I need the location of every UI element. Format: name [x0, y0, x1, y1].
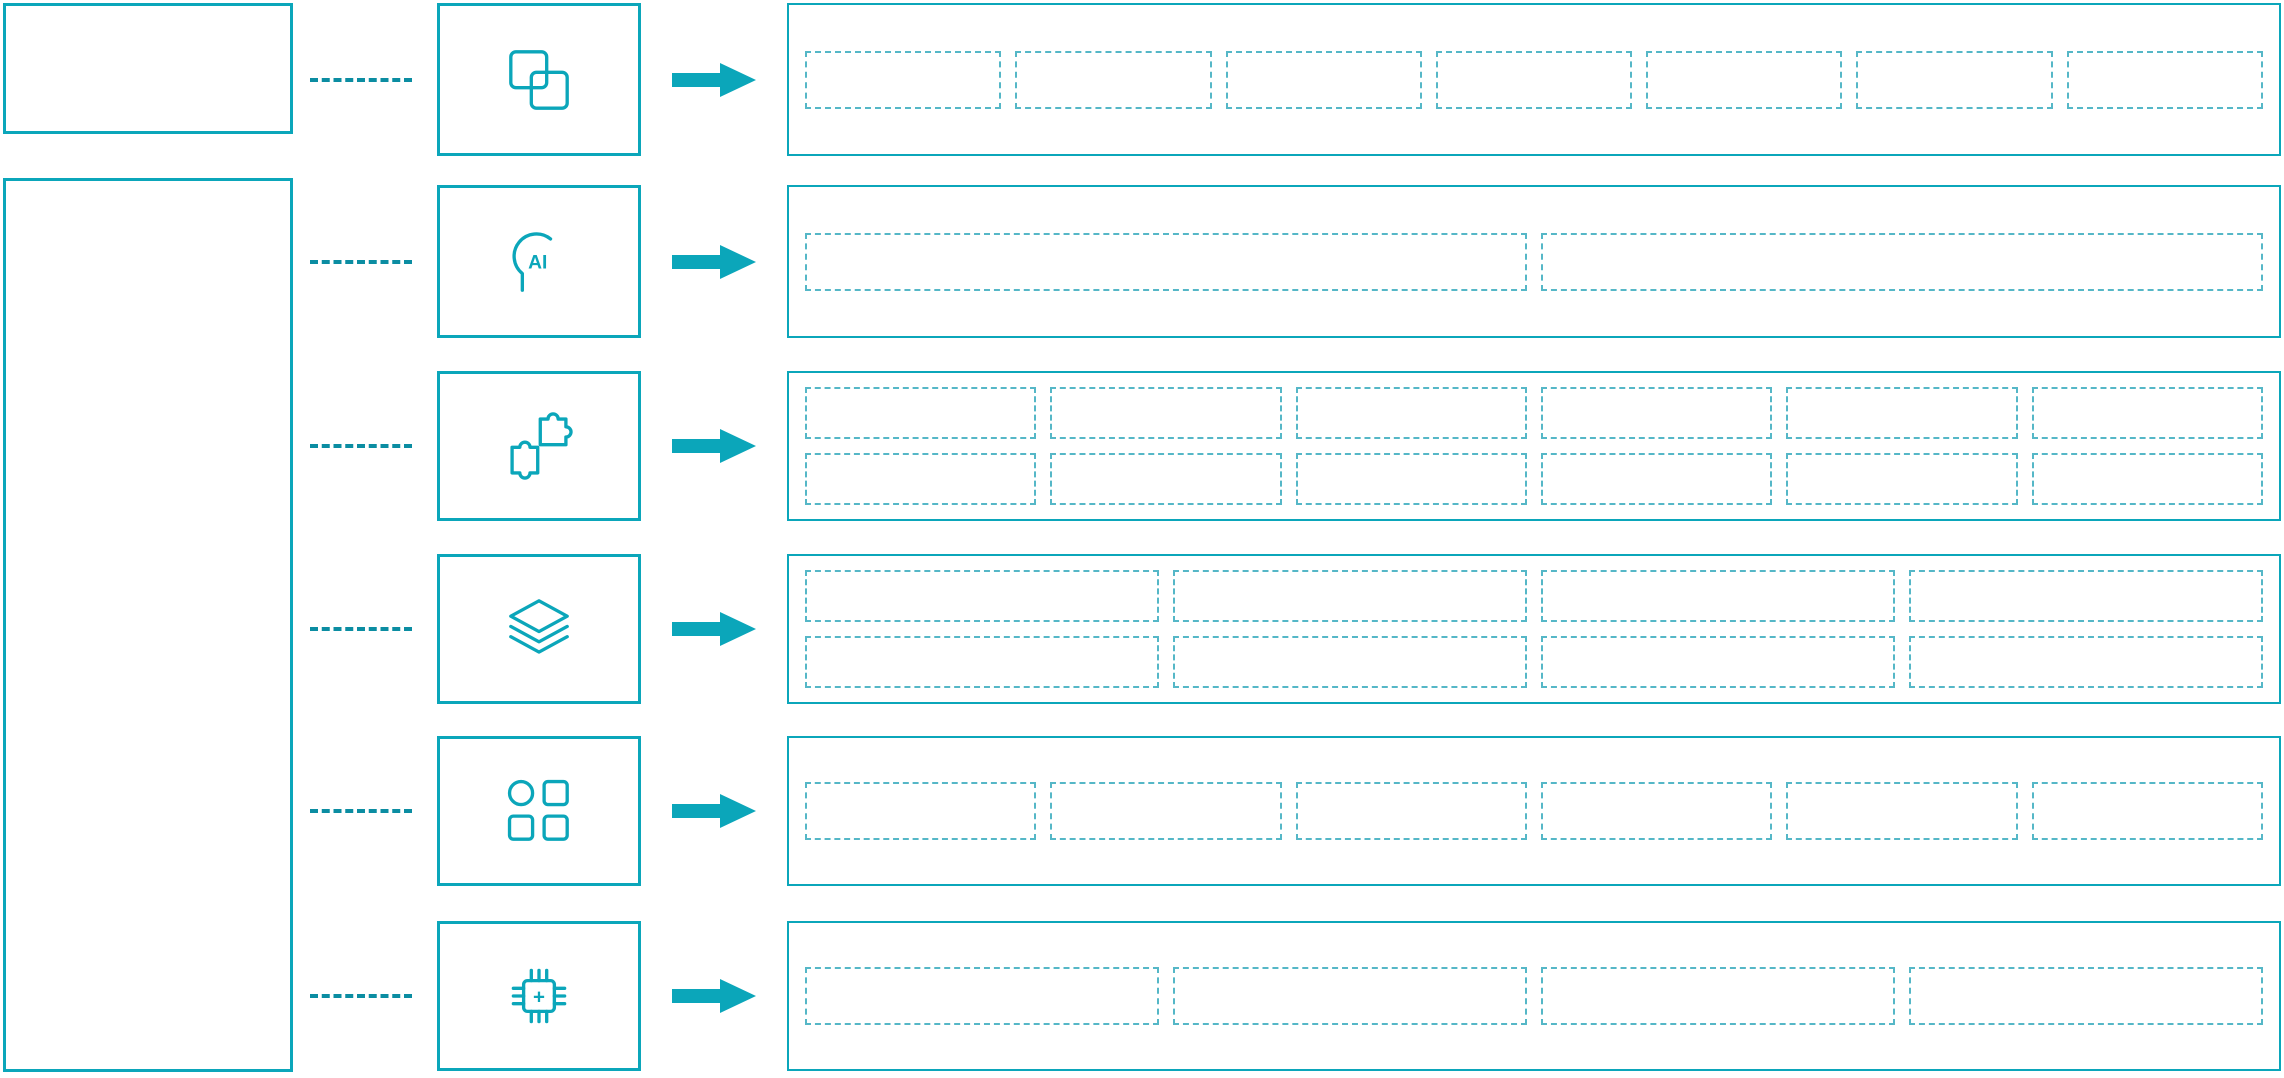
placeholder-row — [805, 387, 2263, 439]
right-arrow-icon — [672, 794, 756, 828]
dashed-connector — [310, 627, 412, 631]
puzzle-pieces-icon — [510, 412, 573, 480]
placeholder-row — [805, 570, 2263, 622]
dashed-connector — [310, 809, 412, 813]
placeholder-row — [805, 782, 2263, 840]
placeholder-slot — [1173, 636, 1527, 688]
placeholder-slot — [805, 453, 1037, 505]
placeholder-slot — [1015, 50, 1212, 109]
svg-text:+: + — [533, 986, 545, 1009]
placeholder-row — [805, 636, 2263, 688]
dashed-connector — [310, 444, 412, 448]
placeholder-slot — [1786, 387, 2018, 439]
ai-head-icon: AI — [512, 231, 553, 292]
chip-plus-icon: + — [511, 968, 567, 1024]
flow-row-4 — [0, 554, 2284, 704]
placeholder-slot — [2066, 50, 2263, 109]
placeholder-row — [805, 967, 2263, 1025]
flow-row-1 — [0, 3, 2284, 156]
placeholder-slot — [1786, 453, 2018, 505]
flow-row-6: + — [0, 921, 2284, 1071]
content-panel-1 — [787, 3, 2281, 156]
placeholder-slot — [1786, 782, 2018, 840]
placeholder-slot — [1541, 232, 2263, 291]
placeholder-slot — [1050, 453, 1282, 505]
placeholder-slot — [2031, 387, 2263, 439]
app-grid-icon — [507, 779, 569, 841]
flow-row-5 — [0, 736, 2284, 886]
icon-box-2: AI — [437, 185, 641, 338]
placeholder-slot — [1225, 50, 1422, 109]
dashed-connector — [310, 77, 412, 82]
overlapping-squares-icon — [509, 49, 569, 110]
placeholder-slot — [1541, 636, 1895, 688]
placeholder-slot — [1173, 570, 1527, 622]
dashed-connector — [310, 994, 412, 998]
placeholder-slot — [1856, 50, 2053, 109]
main-left-panel — [3, 178, 293, 1072]
flow-row-2: AI — [0, 185, 2284, 338]
placeholder-slot — [1295, 782, 1527, 840]
placeholder-slot — [2031, 782, 2263, 840]
placeholder-slot — [1540, 387, 1773, 439]
placeholder-slot — [1295, 453, 1527, 505]
placeholder-slot — [1050, 387, 1282, 439]
placeholder-slot — [1540, 782, 1773, 840]
content-panel-6 — [787, 921, 2281, 1071]
placeholder-slot — [805, 387, 1037, 439]
svg-text:AI: AI — [528, 252, 547, 273]
placeholder-slot — [1909, 636, 2263, 688]
placeholder-row — [805, 232, 2263, 291]
content-panel-2 — [787, 185, 2281, 338]
placeholder-slot — [805, 50, 1002, 109]
placeholder-slot — [1435, 50, 1633, 109]
placeholder-slot — [1540, 453, 1773, 505]
placeholder-slot — [1909, 967, 2263, 1025]
placeholder-slot — [1050, 782, 1282, 840]
placeholder-row — [805, 50, 2263, 109]
icon-box-1 — [437, 3, 641, 156]
placeholder-slot — [805, 570, 1159, 622]
right-arrow-icon — [672, 612, 756, 646]
dashed-connector — [310, 259, 412, 264]
right-arrow-icon — [672, 429, 756, 463]
placeholder-slot — [805, 967, 1159, 1025]
right-arrow-icon — [672, 979, 756, 1013]
content-panel-4 — [787, 554, 2281, 704]
right-arrow-icon — [672, 244, 756, 279]
placeholder-slot — [1909, 570, 2263, 622]
placeholder-slot — [1646, 50, 1843, 109]
layers-icon — [509, 599, 569, 654]
placeholder-slot — [805, 782, 1037, 840]
placeholder-slot — [805, 636, 1159, 688]
icon-box-5 — [437, 736, 641, 886]
placeholder-slot — [1541, 570, 1895, 622]
content-panel-3 — [787, 371, 2281, 521]
placeholder-slot — [1541, 967, 1895, 1025]
right-arrow-icon — [672, 62, 756, 97]
placeholder-slot — [1295, 387, 1527, 439]
placeholder-row — [805, 453, 2263, 505]
placeholder-slot — [805, 232, 1527, 291]
icon-box-3 — [437, 371, 641, 521]
flow-row-3 — [0, 371, 2284, 521]
icon-box-6: + — [437, 921, 641, 1071]
placeholder-slot — [1173, 967, 1527, 1025]
content-panel-5 — [787, 736, 2281, 886]
top-left-box — [3, 3, 293, 134]
placeholder-slot — [2031, 453, 2263, 505]
icon-box-4 — [437, 554, 641, 704]
